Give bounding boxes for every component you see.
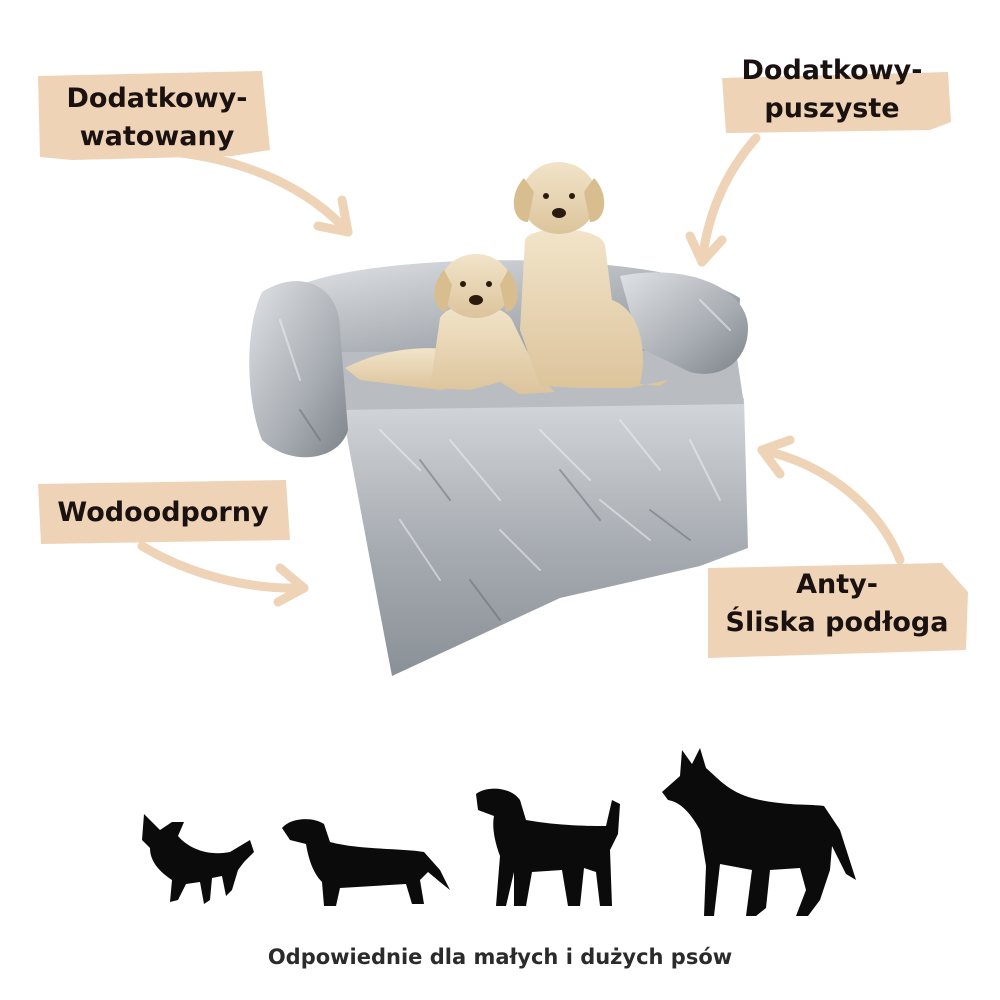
shepherd-icon bbox=[662, 748, 856, 916]
arrow-top-right bbox=[685, 133, 761, 267]
callout-mid-left-line1: Wodoodporny bbox=[57, 497, 269, 528]
arrow-top-left bbox=[167, 147, 353, 237]
callout-top-left-line1: Dodatkowy- bbox=[66, 83, 248, 114]
tag-top-left bbox=[38, 71, 270, 160]
dachshund-icon bbox=[282, 819, 450, 906]
callout-top-right-line2: puszyste bbox=[764, 93, 900, 124]
puppy-lying bbox=[345, 254, 555, 394]
callout-mid-left: Wodoodporny bbox=[40, 494, 286, 532]
callout-top-left-line2: watowany bbox=[79, 121, 235, 152]
beagle-icon bbox=[476, 788, 620, 906]
chihuahua-icon bbox=[142, 814, 254, 904]
arrow-bottom-right bbox=[757, 435, 905, 565]
size-caption: Odpowiednie dla małych i dużych psów bbox=[267, 945, 733, 969]
tag-mid-left bbox=[38, 480, 290, 544]
puppy-sitting bbox=[513, 162, 668, 388]
callout-bottom-right-line1: Anty- bbox=[796, 569, 878, 600]
callout-top-right-line1: Dodatkowy- bbox=[741, 55, 923, 86]
callout-bottom-right-line2: Śliska podłoga bbox=[725, 607, 949, 638]
callout-top-left: Dodatkowy- watowany bbox=[52, 80, 262, 156]
callout-bottom-right: Anty- Śliska podłoga bbox=[712, 566, 962, 642]
callout-top-right: Dodatkowy- puszyste bbox=[722, 52, 942, 128]
tag-top-right bbox=[722, 72, 951, 133]
tag-bottom-right bbox=[708, 563, 968, 658]
arrow-mid-left bbox=[137, 541, 309, 607]
